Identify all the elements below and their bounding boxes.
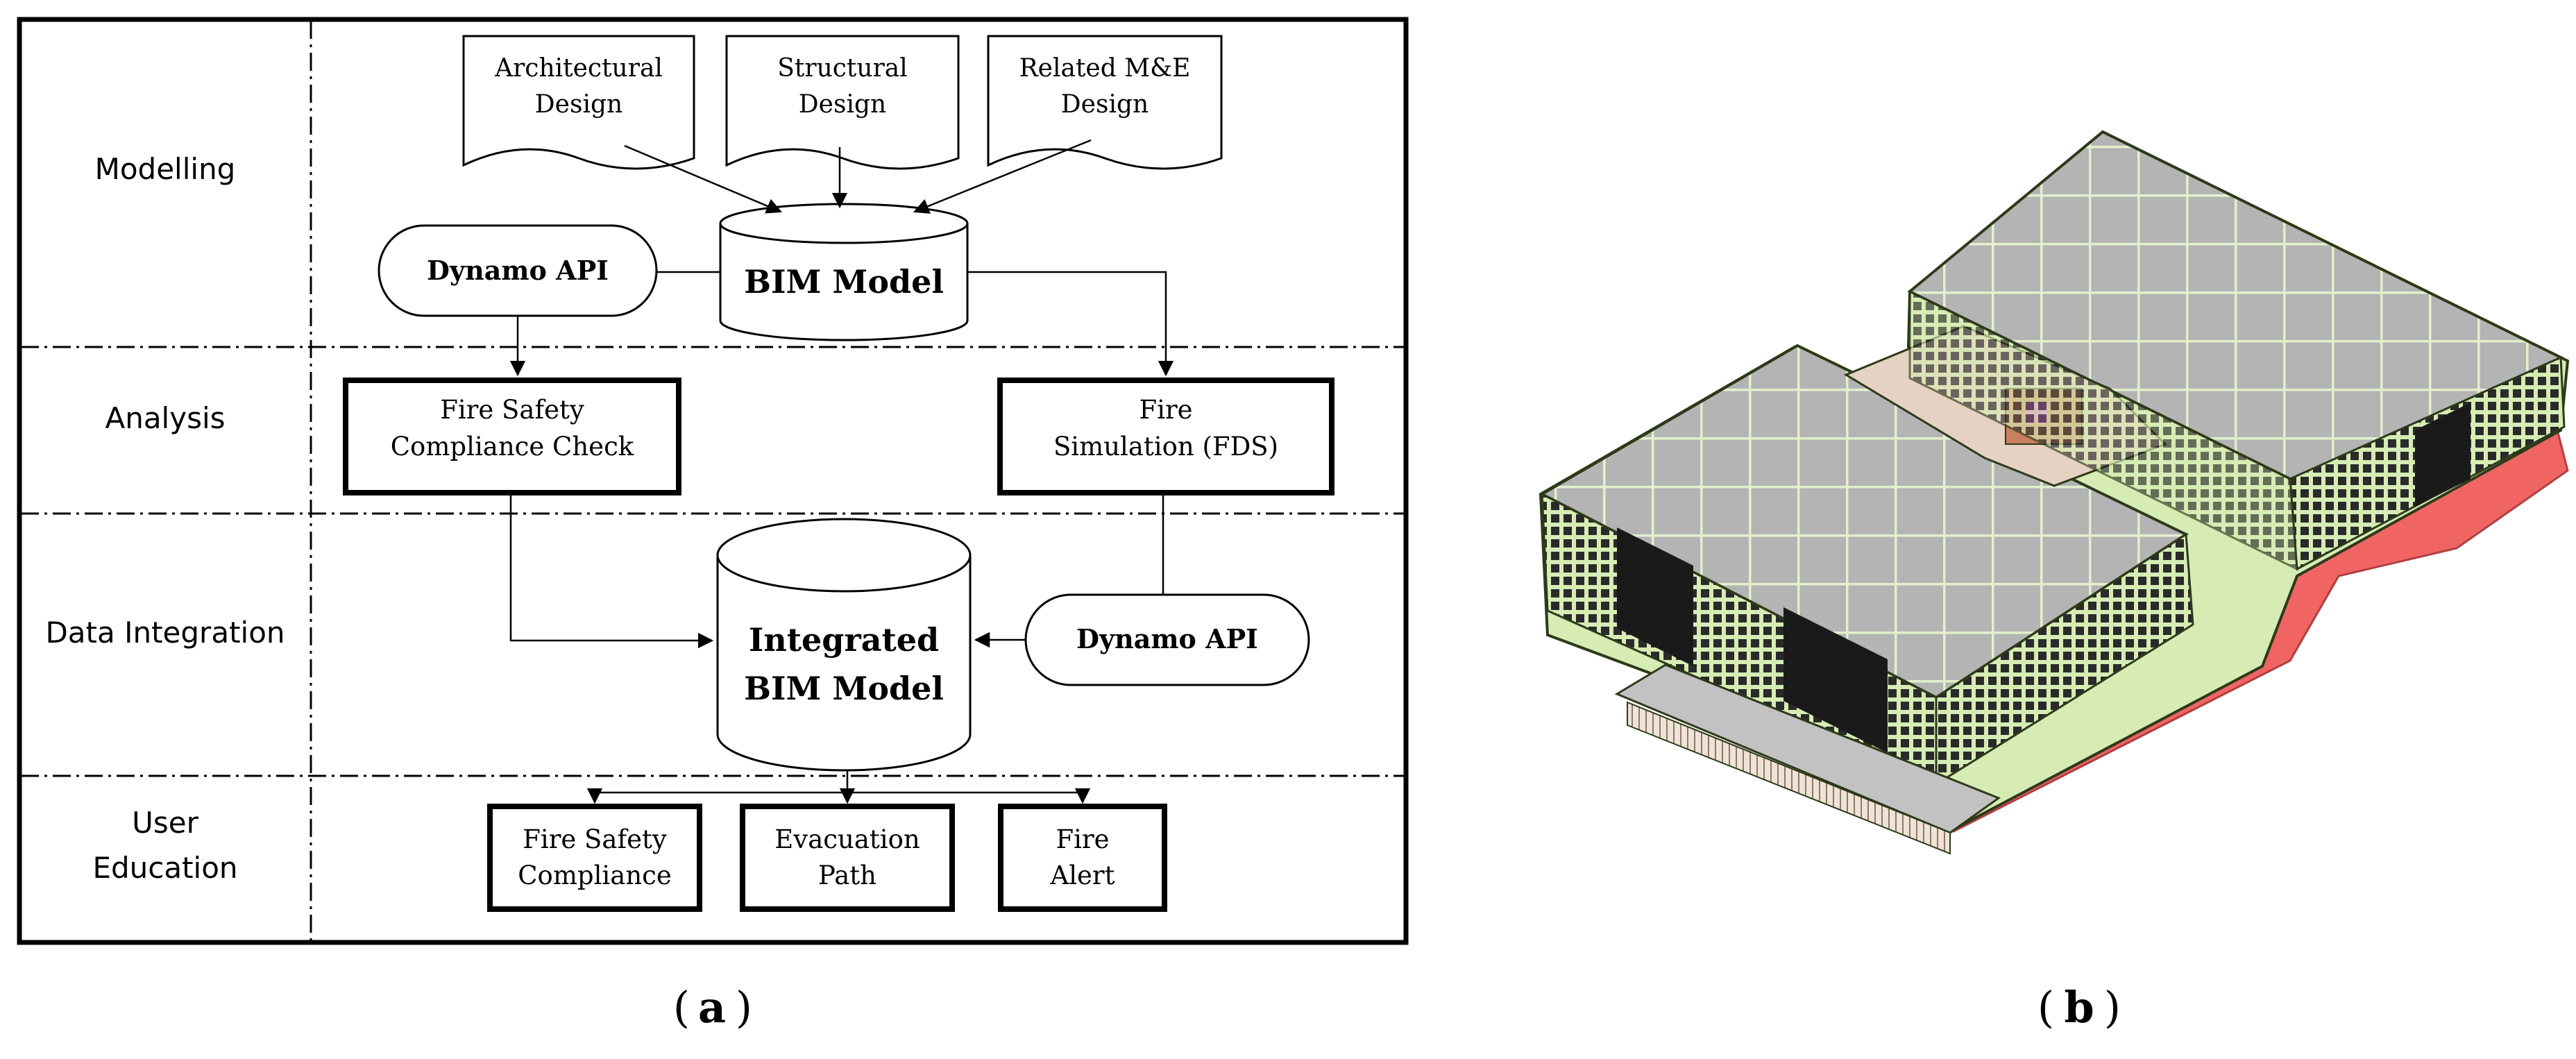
bim-model-cylinder	[719, 203, 969, 341]
row-label-analysis: Analysis	[105, 401, 225, 435]
row-label-modelling: Modelling	[95, 152, 236, 186]
row-label-user-line1: User	[132, 806, 198, 840]
caption-a-close: )	[736, 982, 752, 1033]
canopy-fascia	[1627, 701, 1951, 855]
caption-b-open: (	[2037, 982, 2054, 1033]
dark-panel-1	[1617, 527, 1693, 666]
caption-b-close: )	[2104, 982, 2121, 1033]
compliance-check-line2: Compliance Check	[391, 432, 634, 461]
output-evacuation-line2: Path	[818, 861, 876, 890]
output-fire-alert-line2: Alert	[1049, 861, 1115, 890]
dark-panel-2	[1783, 607, 1888, 753]
arrow-integrated-to-alert	[847, 788, 1091, 804]
fire-simulation-line1: Fire	[1139, 395, 1192, 425]
arrow-bim-to-simulation	[967, 271, 1174, 377]
compliance-check-line1: Fire Safety	[440, 395, 584, 425]
fire-simulation-line2: Simulation (FDS)	[1053, 432, 1278, 461]
dynamo-api-top-label: Dynamo API	[427, 255, 609, 286]
integrated-model-line1: Integrated	[749, 621, 939, 659]
integrated-bim-model-cylinder	[716, 518, 972, 772]
facade-left-side	[1935, 532, 2194, 786]
caption-a-letter: a	[698, 982, 726, 1033]
arrow-me-to-bim	[913, 139, 1092, 214]
integrated-model-line2: BIM Model	[744, 670, 944, 707]
arrow-architectural-to-bim	[624, 144, 783, 214]
doc-architectural-line1: Architectural	[494, 54, 663, 83]
output-fire-alert-line1: Fire	[1056, 824, 1109, 854]
fire-safety-compliance-check-box	[343, 378, 681, 495]
output-fire-safety-compliance	[487, 804, 702, 912]
caption-b-letter: b	[2064, 982, 2094, 1033]
caption-a: ( a )	[673, 982, 752, 1033]
caption-a-open: (	[673, 982, 690, 1033]
bim-model-label: BIM Model	[744, 263, 944, 300]
arrow-integrated-to-compliance-output	[586, 788, 847, 804]
canopy-roof	[1614, 663, 2001, 834]
doc-me-line1: Related M&E	[1019, 54, 1191, 83]
doc-structural-line1: Structural	[777, 54, 908, 83]
output-compliance-line1: Fire Safety	[523, 824, 667, 854]
output-fire-alert	[998, 804, 1167, 912]
output-evacuation-path	[740, 804, 955, 912]
doc-architectural-line2: Design	[535, 90, 622, 119]
doc-structural-design	[725, 35, 960, 170]
panel-b-bim-render: ( b )	[1539, 130, 2570, 1033]
row-label-user-line2: Education	[92, 851, 237, 885]
dynamo-api-bottom-label: Dynamo API	[1076, 623, 1258, 654]
facade-right-front	[1908, 289, 2298, 571]
fire-simulation-box	[997, 378, 1334, 495]
output-evacuation-line1: Evacuation	[774, 824, 920, 854]
output-compliance-line2: Compliance	[518, 861, 672, 890]
arrow-compliance-to-integrated	[509, 493, 714, 649]
dark-panel-3	[2415, 403, 2471, 507]
row-label-data-integration: Data Integration	[45, 616, 285, 650]
panel-a-flowchart: Modelling Analysis Data Integration User…	[17, 17, 1409, 1033]
doc-structural-line2: Design	[799, 90, 886, 119]
doc-me-line2: Design	[1061, 90, 1149, 119]
caption-b: ( b )	[2037, 982, 2121, 1033]
doc-me-design	[987, 35, 1223, 170]
